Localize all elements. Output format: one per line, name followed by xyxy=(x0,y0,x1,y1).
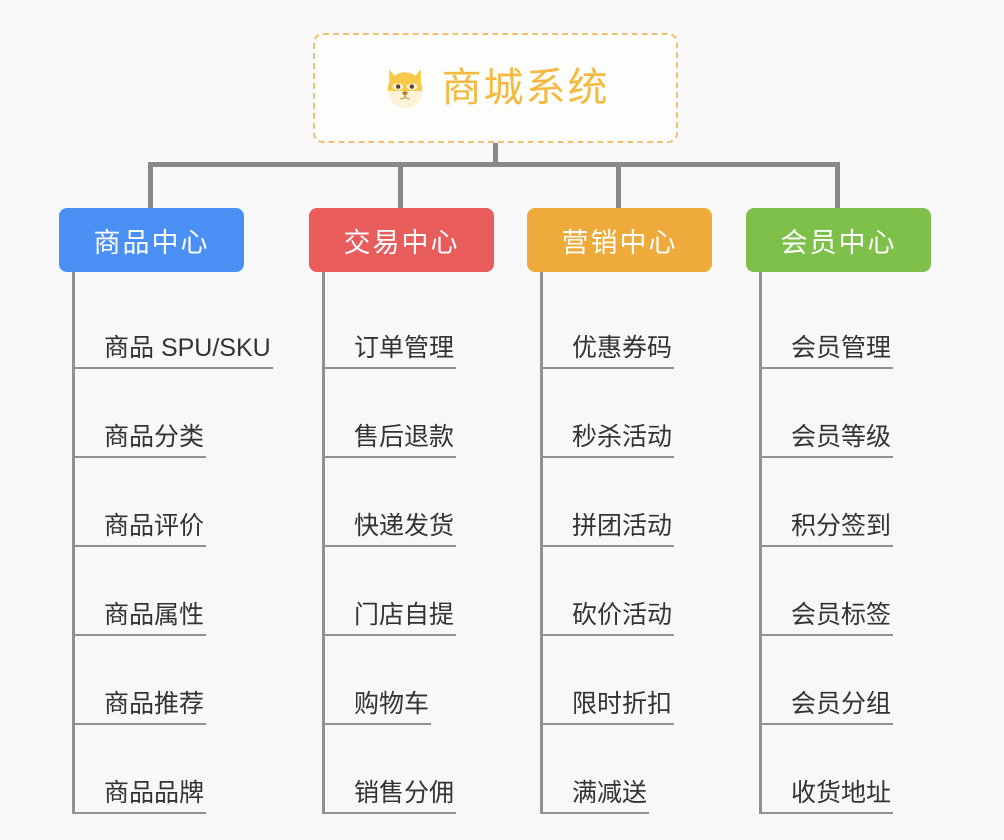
leaf-item[interactable]: 会员管理 xyxy=(759,280,894,369)
category-label-2: 交易中心 xyxy=(343,227,460,258)
leaf-item[interactable]: 优惠券码 xyxy=(540,280,675,369)
leaf-item[interactable]: 会员等级 xyxy=(759,369,894,458)
leaf-item[interactable]: 收货地址 xyxy=(759,725,894,814)
leaf-label: 限时折扣 xyxy=(572,690,673,719)
leaf-label: 售后退款 xyxy=(354,423,455,452)
leaf-item[interactable]: 积分签到 xyxy=(759,458,894,547)
leaf-item[interactable]: 限时折扣 xyxy=(540,636,675,725)
category-box-4[interactable]: 会员中心 xyxy=(746,208,931,272)
category-label-1: 商品中心 xyxy=(93,227,210,258)
leaf-item[interactable]: 商品品牌 xyxy=(72,725,207,814)
leaf-label: 收货地址 xyxy=(791,779,892,808)
connector-bus xyxy=(148,162,840,167)
root-node[interactable]: 商城系统 xyxy=(313,33,678,143)
column-spine-1 xyxy=(72,272,75,814)
leaf-item[interactable]: 快递发货 xyxy=(322,458,457,547)
leaf-item[interactable]: 商品评价 xyxy=(72,458,207,547)
leaf-label: 门店自提 xyxy=(354,601,455,630)
leaf-item[interactable]: 门店自提 xyxy=(322,547,457,636)
leaf-label: 商品推荐 xyxy=(104,690,205,719)
leaf-label: 商品 SPU/SKU xyxy=(104,334,271,363)
leaf-label: 销售分佣 xyxy=(354,779,455,808)
connector-drop-4 xyxy=(835,162,840,208)
leaf-label: 快递发货 xyxy=(354,512,455,541)
leaf-label: 砍价活动 xyxy=(572,601,673,630)
connector-drop-3 xyxy=(616,162,621,208)
leaf-label: 积分签到 xyxy=(791,512,892,541)
leaf-item[interactable]: 商品 SPU/SKU xyxy=(72,280,273,369)
leaf-item[interactable]: 满减送 xyxy=(540,725,650,814)
leaf-label: 购物车 xyxy=(354,690,430,719)
root-connector-stub xyxy=(493,143,498,167)
leaf-label: 秒杀活动 xyxy=(572,423,673,452)
leaf-label: 订单管理 xyxy=(354,334,455,363)
root-title: 商城系统 xyxy=(441,66,610,110)
leaf-item[interactable]: 订单管理 xyxy=(322,280,457,369)
leaf-label: 会员等级 xyxy=(791,423,892,452)
leaf-item[interactable]: 商品属性 xyxy=(72,547,207,636)
leaf-label: 商品属性 xyxy=(104,601,205,630)
leaf-item[interactable]: 会员分组 xyxy=(759,636,894,725)
leaf-label: 会员标签 xyxy=(791,601,892,630)
leaf-item[interactable]: 砍价活动 xyxy=(540,547,675,636)
leaf-item[interactable]: 拼团活动 xyxy=(540,458,675,547)
leaf-item[interactable]: 会员标签 xyxy=(759,547,894,636)
leaf-label: 商品分类 xyxy=(104,423,205,452)
leaf-label: 优惠券码 xyxy=(572,334,673,363)
leaf-label: 拼团活动 xyxy=(572,512,673,541)
category-label-4: 会员中心 xyxy=(780,227,897,258)
column-spine-3 xyxy=(540,272,543,814)
leaf-label: 满减送 xyxy=(572,779,648,808)
leaf-item[interactable]: 商品分类 xyxy=(72,369,207,458)
leaf-label: 商品评价 xyxy=(104,512,205,541)
leaf-item[interactable]: 秒杀活动 xyxy=(540,369,675,458)
shiba-dog-face-icon xyxy=(387,69,422,109)
category-label-3: 营销中心 xyxy=(561,227,678,258)
category-box-2[interactable]: 交易中心 xyxy=(309,208,494,272)
column-spine-4 xyxy=(759,272,762,814)
leaf-item[interactable]: 售后退款 xyxy=(322,369,457,458)
leaf-label: 会员管理 xyxy=(791,334,892,363)
leaf-item[interactable]: 销售分佣 xyxy=(322,725,457,814)
leaf-item[interactable]: 购物车 xyxy=(322,636,432,725)
connector-drop-2 xyxy=(398,162,403,208)
category-box-1[interactable]: 商品中心 xyxy=(59,208,244,272)
leaf-label: 会员分组 xyxy=(791,690,892,719)
column-spine-2 xyxy=(322,272,325,814)
category-box-3[interactable]: 营销中心 xyxy=(527,208,712,272)
leaf-item[interactable]: 商品推荐 xyxy=(72,636,207,725)
leaf-label: 商品品牌 xyxy=(104,779,205,808)
connector-drop-1 xyxy=(148,162,153,208)
